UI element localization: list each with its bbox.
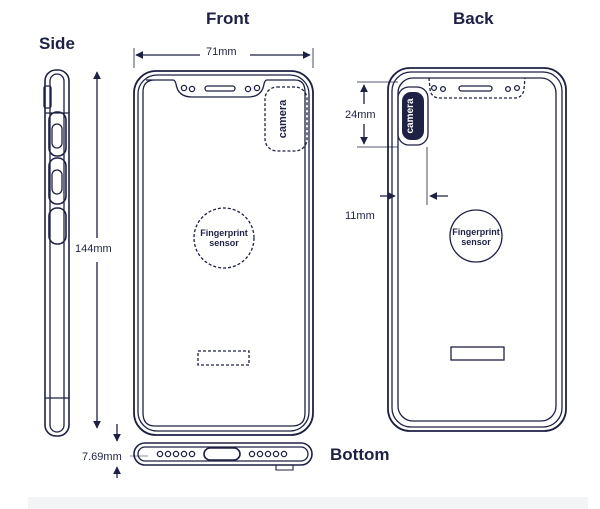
front-fingerprint-label-line1: Fingerprint [200, 228, 248, 238]
back-fingerprint-label-line2: sensor [461, 237, 491, 247]
front-camera-label: camera [277, 99, 289, 138]
thickness-dimension-label: 7.69mm [82, 451, 122, 463]
side-buttons [43, 85, 67, 245]
bottom-view-phone [133, 442, 313, 471]
back-logo-outline [450, 346, 505, 361]
back-fingerprint-label-line1: Fingerprint [452, 227, 500, 237]
side-view-title: Side [39, 34, 75, 53]
front-fingerprint-outline [193, 207, 255, 269]
back-fingerprint-outline [449, 209, 503, 263]
camera-offset-dimension-label: 11mm [345, 210, 375, 222]
back-camera-module [402, 92, 424, 140]
bottom-view-title: Bottom [330, 445, 390, 464]
thickness-dimension-line [113, 424, 148, 478]
front-fingerprint-label-line2: sensor [209, 238, 239, 248]
front-view-title: Front [206, 9, 250, 28]
back-notch-sensors [430, 84, 521, 93]
footer-band [28, 497, 588, 509]
back-camera-label: camera [405, 98, 416, 133]
bottom-speaker-holes-right [248, 450, 288, 458]
camera-height-dimension-line [357, 81, 398, 148]
back-view-phone [387, 67, 567, 432]
width-dimension-line [133, 48, 314, 68]
camera-height-dimension-label: 24mm [345, 109, 376, 121]
front-view-phone [133, 70, 314, 436]
back-view-title: Back [453, 9, 494, 28]
front-speaker-outline [197, 350, 250, 366]
bottom-charging-port [203, 447, 241, 461]
width-dimension-label: 71mm [206, 46, 237, 58]
back-camera-outer [397, 86, 429, 146]
bottom-speaker-holes-left [156, 450, 196, 458]
side-view-phone [43, 69, 70, 437]
front-camera-outline [264, 86, 308, 152]
height-dimension-label: 144mm [75, 243, 112, 255]
camera-offset-dimension-line [380, 147, 448, 205]
front-notch-sensors [180, 84, 261, 93]
